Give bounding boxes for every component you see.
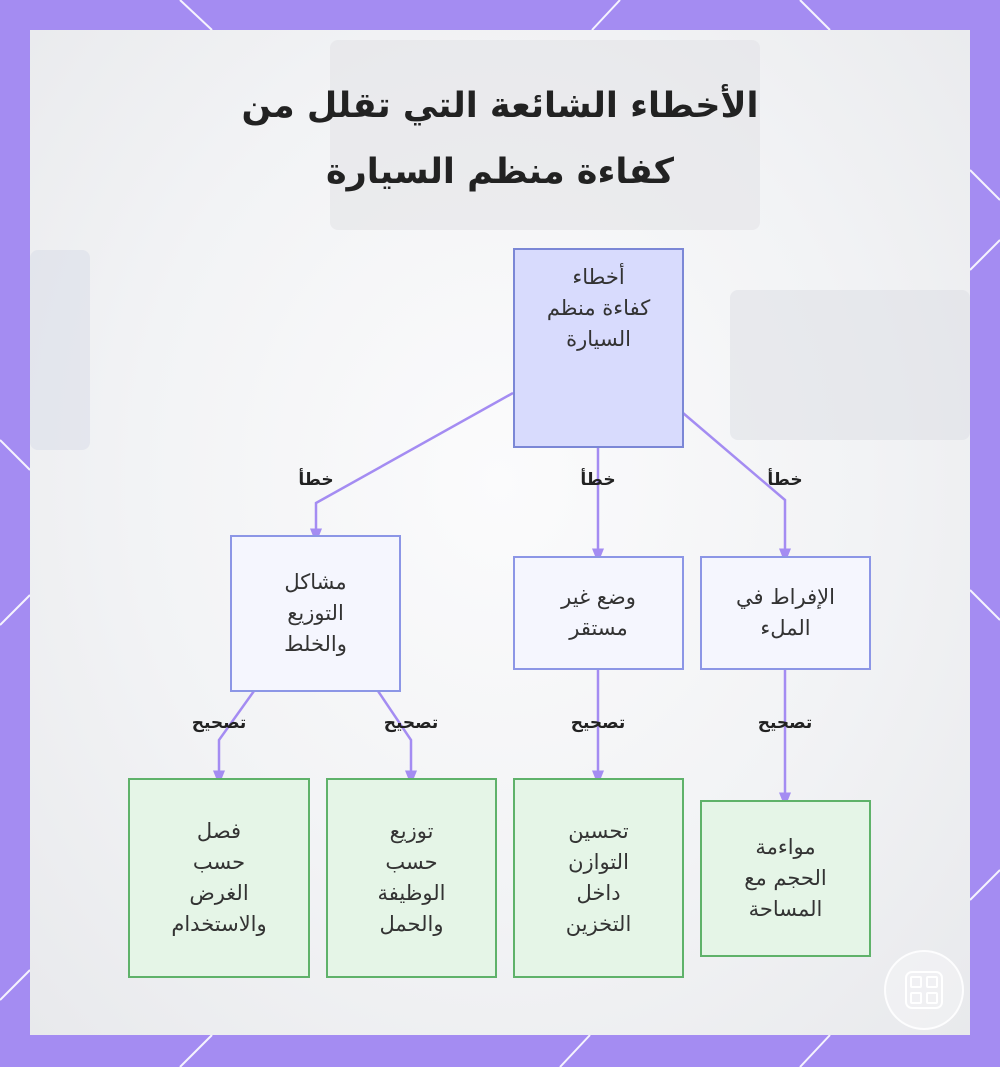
edge-label-fix-2: تصحيح [384,713,439,733]
root-node: أخطاء كفاءة منظم السيارة [513,248,684,448]
edge-root-to-problem-1 [316,393,513,536]
fix-node-separate: فصل حسب الغرض والاستخدام [128,778,310,978]
edge-label-problem-2: خطأ [580,470,615,490]
fix-node-balance: تحسين التوازن داخل التخزين [513,778,684,978]
problem-node-distribution: مشاكل التوزيع والخلط [230,535,401,692]
edge-label-fix-3: تصحيح [571,713,626,733]
fix-node-fit-size: مواءمة الحجم مع المساحة [700,800,871,957]
fix-node-distribute: توزيع حسب الوظيفة والحمل [326,778,497,978]
edge-label-problem-1: خطأ [298,470,333,490]
edge-label-problem-3: خطأ [767,470,802,490]
edge-label-fix-4: تصحيح [758,713,813,733]
edge-label-fix-1: تصحيح [192,713,247,733]
grid-logo-icon [884,950,964,1030]
problem-node-overfill: الإفراط في الملء [700,556,871,670]
edge-problem-1-to-fix-2 [378,691,411,778]
problem-node-unstable: وضع غير مستقر [513,556,684,670]
edge-problem-1-to-fix-1 [219,691,254,778]
